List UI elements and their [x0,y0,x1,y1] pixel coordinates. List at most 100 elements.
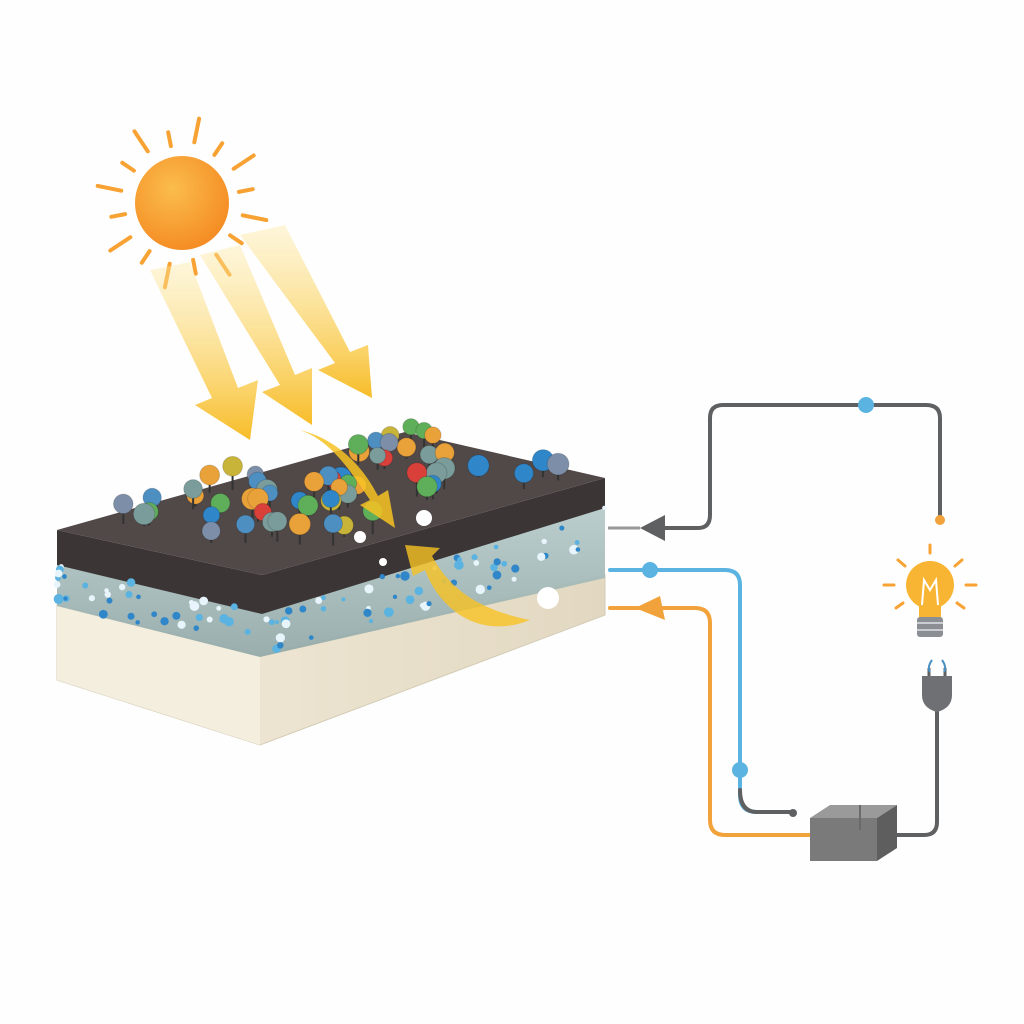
ion-particle [216,605,222,611]
electron-arrow-down [300,430,395,528]
terminal-dot [537,587,559,609]
molecule [132,502,156,527]
return-wire [893,710,939,837]
light-bulb-icon [882,543,978,637]
ion-particle [136,594,141,600]
electrolyte-layer [57,505,605,657]
ion-particle [224,616,234,627]
ion-particle [82,582,89,589]
orange-arrow-terminal [635,596,665,620]
battery-box-icon [810,805,897,861]
ion-particle [62,574,67,579]
ion-particle [419,603,425,608]
ion-particle [511,576,517,582]
ion-particle [199,596,209,606]
electron-arrow-up [405,545,530,627]
ion-particle [454,560,464,570]
ion-particle [263,616,270,623]
molecule [267,511,288,542]
ion-particle [177,620,186,629]
ion-particle [244,628,251,635]
sun-ray [192,116,202,145]
molecule [321,489,341,514]
ion-particle [195,613,203,622]
ion-particle [602,505,607,510]
molecule [513,463,534,490]
sun-ray [120,160,136,173]
ion-particle [206,616,213,623]
blue-node [858,397,874,413]
ion-particle [277,642,284,649]
ion-particle [284,607,293,615]
light-beams [150,225,372,440]
ion-particle [63,596,68,601]
ion-particle [575,547,581,552]
ion-particle [473,560,480,566]
sun-ray [228,233,244,246]
sun-ray [108,235,133,253]
ion-particle [230,603,238,611]
ion-particle [426,601,432,607]
ion-particle [118,583,126,591]
solar-cell-device [53,418,607,746]
ion-particle [405,595,415,605]
gray-wire [658,403,942,530]
molecule [369,446,387,470]
molecule [235,514,256,543]
molecule [113,493,134,525]
ion-particle [125,591,133,599]
sun-ray [95,183,124,193]
ion-particle [268,619,275,626]
blue-node [642,562,658,578]
ion-particle [537,552,546,561]
ion-particle [127,612,135,620]
molecule [396,437,417,459]
molecule [201,521,221,543]
sun-ray [231,153,256,171]
ion-particle [98,609,108,619]
ion-particle [392,594,398,599]
ion-particle [379,573,385,580]
ion-particle [188,600,194,605]
ion-particle [281,619,291,629]
sun-ray [132,129,150,154]
ion-particle [569,544,579,555]
molecule [546,452,570,481]
molecule [288,512,312,545]
ion-particle [493,558,501,566]
ion-particle [414,586,424,596]
ion-particle [54,569,63,578]
ion-particle [541,538,547,545]
sun-ray [139,249,152,265]
ion-particle [364,584,374,594]
ion-particle [106,597,113,604]
ion-particle [395,573,401,579]
plug-icon [922,659,952,712]
ion-particle [363,608,372,617]
sun-icon [95,116,269,290]
molecule [347,433,369,465]
sun-ray [212,141,225,157]
molecule [199,464,221,493]
ion-particle [486,585,492,591]
ion-particle [475,584,485,595]
molecule [303,471,325,505]
blue-node [732,762,748,778]
sun-ray [240,213,269,223]
molecule [323,513,343,546]
ion-particle [104,591,111,598]
ion-particle [384,607,394,618]
ion-particle [315,596,323,604]
ion-particle [135,620,140,625]
ion-particle [493,544,499,550]
ion-particle [574,540,580,545]
ion-particle [275,620,280,625]
ion-particle [321,595,326,601]
ion-particle [88,595,95,602]
ion-particle [471,554,478,561]
molecule [406,462,428,497]
ion-particle [320,606,327,612]
sun-ray [109,212,128,219]
sun-ray [166,130,173,149]
